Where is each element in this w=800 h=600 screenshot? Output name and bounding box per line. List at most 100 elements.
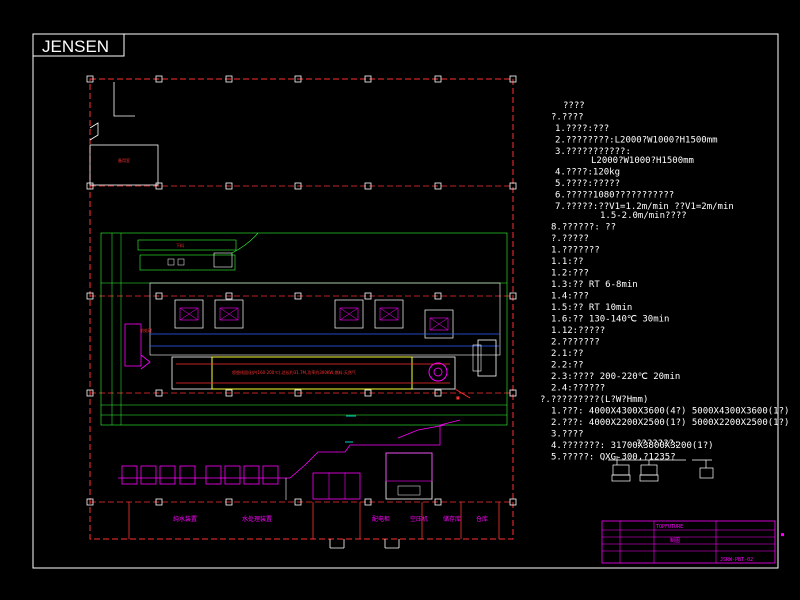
bottom-room-2: 水处理装置 [242, 515, 272, 523]
column-marker [294, 292, 302, 300]
column-marker [509, 182, 517, 190]
chamber-cross [339, 307, 359, 321]
tank [224, 465, 241, 485]
note-line: 1.3:?? RT 6-8min [551, 280, 638, 290]
note-line: ?.???? [551, 113, 584, 123]
frame-corner-mark: ■ [781, 532, 784, 538]
column-marker [364, 75, 372, 83]
title-block-label-1: TOPFUTURE [656, 524, 683, 530]
tank [262, 465, 279, 485]
column-marker [155, 75, 163, 83]
column-marker [434, 75, 442, 83]
column-markers [86, 75, 517, 506]
compressor-unit [385, 452, 433, 500]
column-marker [225, 389, 233, 397]
note-line: 1.4:??? [551, 292, 589, 302]
chamber-cross [219, 307, 239, 321]
chamber-cross [379, 307, 399, 321]
note-line: 2.4:?????? [551, 384, 605, 394]
oven-banner: 喷塑线固化炉(160-200℃),总长约31.7M,功率约300KW,燃料:天然… [232, 369, 356, 375]
column-marker [86, 292, 94, 300]
chamber-cross [429, 317, 449, 331]
chamber-box [334, 299, 364, 329]
column-marker [294, 75, 302, 83]
note-line: 5.?????: QXG-300,?1235? [551, 453, 676, 463]
tank [159, 465, 176, 485]
column-marker [364, 389, 372, 397]
production-line: 下料 喷塑线固化炉(160-200℃),总长约31.7M,功率约300KW,燃料… [100, 232, 508, 426]
note-line: 1.??????? [551, 246, 600, 256]
column-marker [86, 498, 94, 506]
column-marker [434, 389, 442, 397]
column-marker [294, 389, 302, 397]
bottom-room-1: 纯水装置 [173, 515, 197, 523]
column-marker [294, 182, 302, 190]
chamber-burner [179, 307, 199, 321]
note-line: 5.????:????? [555, 179, 620, 189]
tank [121, 465, 138, 485]
logo-box [32, 33, 125, 57]
column-marker [225, 182, 233, 190]
tank [205, 465, 222, 485]
note-line: 2.2:?? [551, 361, 584, 371]
column-marker [155, 292, 163, 300]
column-marker [509, 389, 517, 397]
water-treatment-tanks [121, 465, 279, 485]
note-line: 3.???????????: [555, 147, 631, 157]
note-line: 6.?????1080??????????? [555, 191, 674, 201]
logo-text: JENSEN [42, 37, 109, 56]
column-marker [294, 498, 302, 506]
note-line: 2.????????:L2000?W1000?H1500mm [555, 136, 718, 146]
tank [243, 465, 260, 485]
note-line: 1.5-2.0m/min???? [600, 211, 687, 221]
column-marker [364, 292, 372, 300]
note-line: 1.????:??? [555, 124, 609, 134]
column-marker [434, 498, 442, 506]
note-line: 2.1:?? [551, 349, 584, 359]
column-marker [509, 292, 517, 300]
column-marker [509, 498, 517, 506]
bottom-room-5: 储存库 [443, 515, 461, 523]
title-block-label-2: 制图 [670, 537, 680, 544]
note-line: 2.??????? [551, 338, 600, 348]
note-line: ?.?????????(L?W?Hmm) [540, 395, 648, 405]
column-marker [155, 182, 163, 190]
bottom-room-4: 空压机 [410, 515, 428, 523]
column-marker [155, 498, 163, 506]
note-line: 7.?????:??V1=1.2m/min ??V1=2m/min [555, 202, 734, 212]
pretreat-label: 前处理 [140, 327, 152, 333]
note-line: L2000?W1000?H1500mm [591, 156, 694, 166]
door-2 [384, 539, 400, 549]
title-block: TOPFUTURE 制图 JSRW-PBT-02 [601, 520, 776, 564]
column-marker [434, 182, 442, 190]
column-marker [86, 75, 94, 83]
detail-title: ???????: [636, 439, 679, 449]
legend-top-label: 下料 [176, 242, 184, 248]
note-line: 2.???: 4000X2200X2500(1?) 5000X2200X2500… [551, 418, 789, 428]
detail-schematic: ???????: [608, 439, 714, 482]
floor-plan: 备用室 下料 [86, 75, 517, 549]
bottom-room-6: 仓库 [476, 515, 488, 523]
column-marker [364, 498, 372, 506]
oven-exit-marker: ■ [456, 395, 460, 400]
technical-notes: ?????.????1.????:??? 2.????????:L2000?W10… [540, 101, 789, 463]
note-line: 2.3:???? 200-220℃ 20min [551, 372, 680, 382]
note-line: 1.12:????? [551, 326, 605, 336]
column-marker [225, 498, 233, 506]
note-line: 1.5:?? RT 10min [551, 303, 632, 313]
note-line: ???? [563, 101, 585, 111]
column-marker [364, 182, 372, 190]
door-1 [329, 539, 345, 549]
tank [179, 465, 196, 485]
chamber-burner [429, 317, 449, 331]
column-marker [225, 75, 233, 83]
chamber-box [424, 309, 454, 339]
column-marker [509, 75, 517, 83]
note-line: 3.???? [551, 430, 584, 440]
note-line: 1.6:?? 130-140℃ 30min [551, 315, 669, 325]
tank [140, 465, 157, 485]
room-top-left-label: 备用室 [118, 157, 130, 163]
note-line: 4.???????: 31700X3800X3200(1?) [551, 441, 714, 451]
column-marker [155, 389, 163, 397]
